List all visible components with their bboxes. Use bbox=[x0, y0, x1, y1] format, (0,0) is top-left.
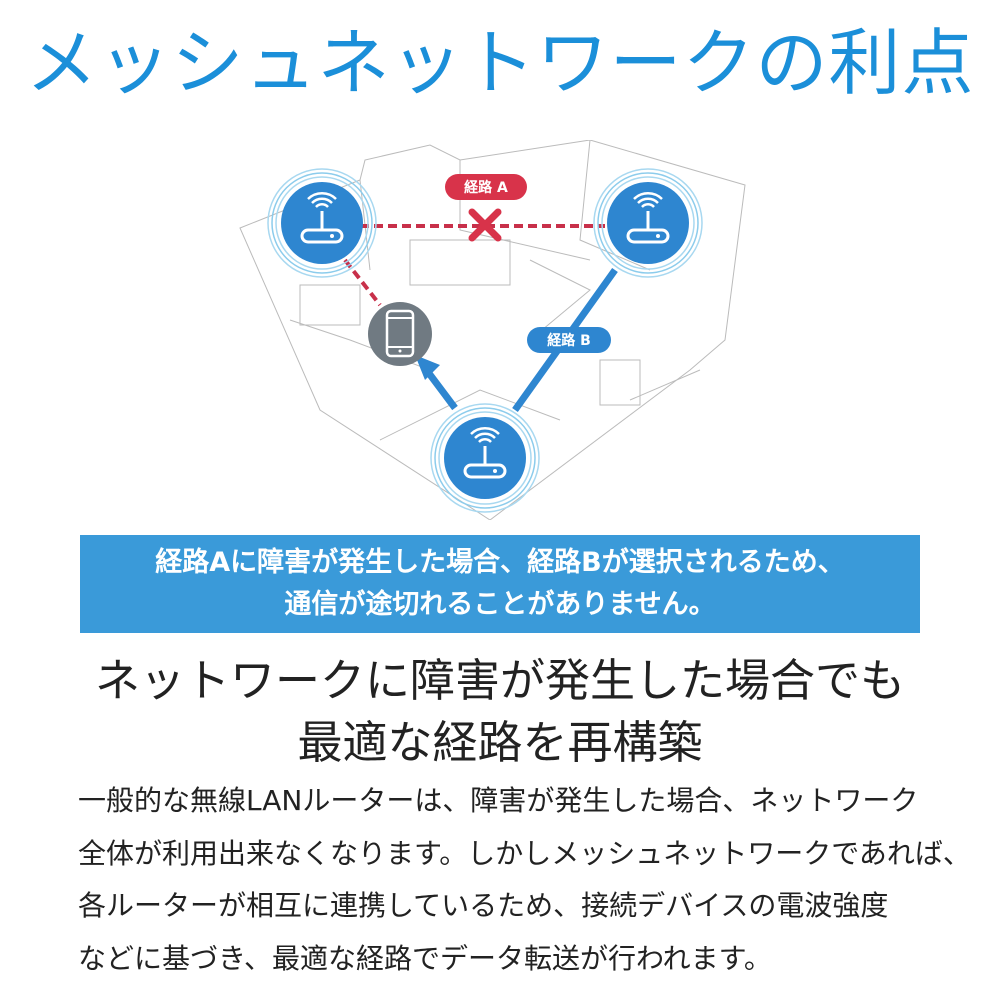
heading-line: 最適な経路を再構築 bbox=[297, 716, 703, 769]
body-line: 一般的な無線LANルーターは、障害が発生した場合、ネットワーク bbox=[78, 784, 919, 817]
route-b-label: 経路 B bbox=[527, 327, 611, 353]
body-text: 一般的な無線LANルーターは、障害が発生した場合、ネットワーク 全体が利用出来な… bbox=[78, 775, 971, 985]
body-line: などに基づき、最適な経路でデータ転送が行われます。 bbox=[78, 941, 772, 975]
route-a-path bbox=[343, 224, 605, 307]
mesh-network-diagram: 経路 A 経路 B bbox=[239, 140, 746, 520]
router-right-icon bbox=[592, 167, 704, 279]
section-heading: ネットワークに障害が発生した場合でも 最適な経路を再構築 bbox=[0, 650, 1000, 774]
body-line: 全体が利用出来なくなります。しかしメッシュネットワークであれば、 bbox=[78, 836, 971, 870]
arrow-head-icon bbox=[415, 355, 440, 380]
banner-line: 経路Aに障害が発生した場合、経路Bが選択されるため、 bbox=[155, 547, 845, 578]
route-a-text: 経路 A bbox=[464, 179, 508, 196]
failure-x-icon bbox=[468, 208, 502, 242]
banner-line: 通信が途切れることがありません。 bbox=[284, 589, 716, 620]
router-left-icon bbox=[266, 167, 378, 279]
heading-line: ネットワークに障害が発生した場合でも bbox=[94, 654, 905, 707]
page-title: メッシュネットワークの利点 bbox=[25, 21, 975, 105]
route-b-text: 経路 B bbox=[547, 332, 591, 349]
router-bottom-icon bbox=[429, 402, 541, 514]
smartphone-icon bbox=[368, 302, 432, 366]
route-a-label: 経路 A bbox=[445, 174, 527, 200]
body-line: 各ルーターが相互に連携しているため、接続デバイスの電波強度 bbox=[78, 889, 889, 922]
info-banner: 経路Aに障害が発生した場合、経路Bが選択されるため、 通信が途切れることがありま… bbox=[80, 535, 920, 633]
